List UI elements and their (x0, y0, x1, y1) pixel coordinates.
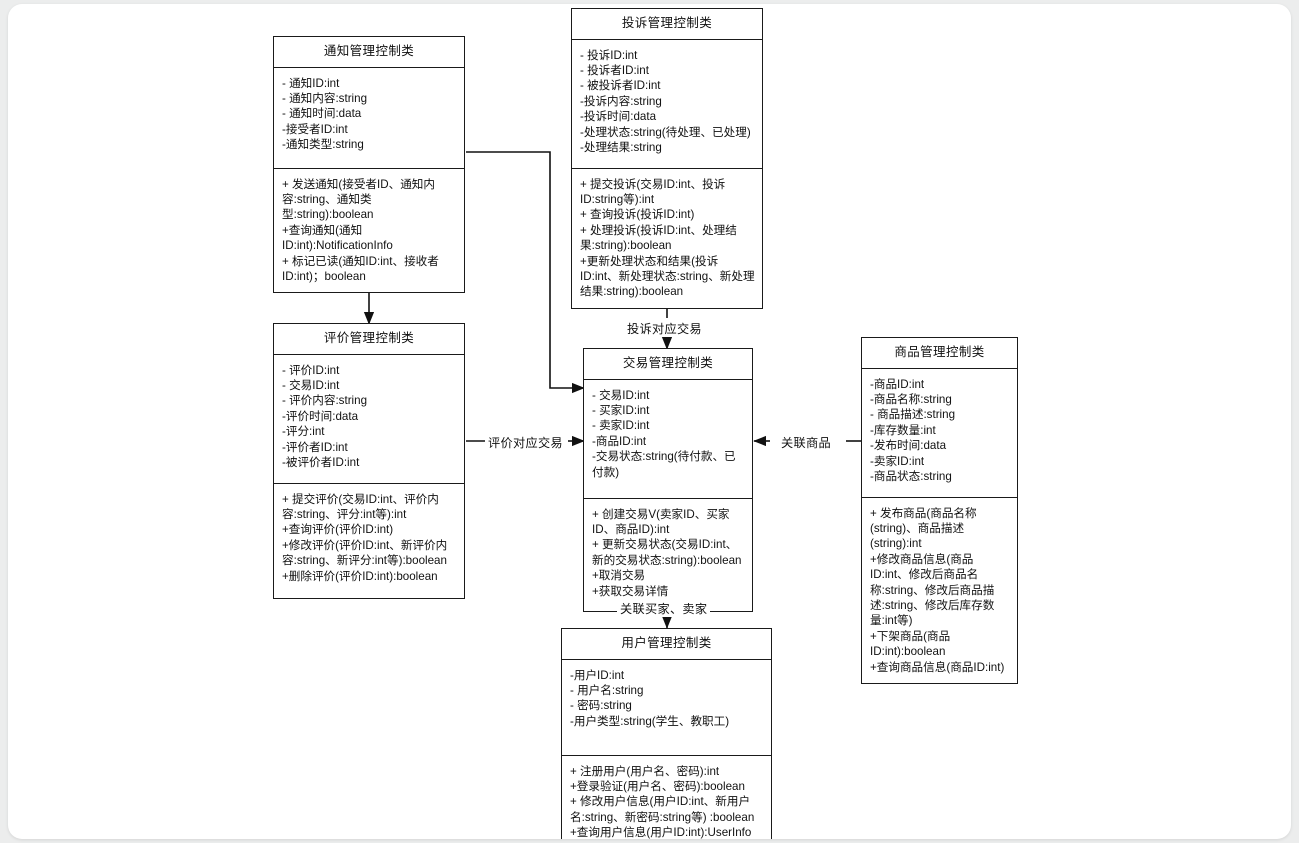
class-box-review[interactable]: 评价管理控制类 - 评价ID:int - 交易ID:int - 评价内容:str… (273, 323, 465, 599)
attribute-row: -投诉内容:string (580, 94, 662, 108)
attribute-row: - 买家ID:int (592, 404, 650, 418)
attribute-row: - 通知ID:int (282, 76, 340, 90)
method-row: +登录验证(用户名、密码):boolean (570, 780, 745, 794)
attribute-row: - 交易ID:int (592, 388, 650, 402)
class-title-complaint: 投诉管理控制类 (572, 9, 762, 40)
method-row: + 提交投诉(交易ID:int、投诉ID:string等):int (580, 177, 726, 207)
class-box-transaction[interactable]: 交易管理控制类 - 交易ID:int - 买家ID:int - 卖家ID:int… (583, 348, 753, 612)
attribute-row: - 评价内容:string (282, 394, 368, 408)
class-title-transaction: 交易管理控制类 (584, 349, 752, 380)
attribute-row: - 商品描述:string (870, 408, 956, 422)
attribute-row: -接受者ID:int (282, 122, 348, 136)
method-row: + 处理投诉(投诉ID:int、处理结果:string):boolean (580, 223, 737, 253)
edge-label-complaint-to-transaction: 投诉对应交易 (624, 319, 705, 337)
attribute-row: -商品状态:string (870, 470, 952, 484)
attribute-row: -交易状态:string(待付款、已付款) (592, 450, 736, 479)
method-row: +查询评价(评价ID:int) (282, 523, 394, 537)
attribute-row: - 密码:string (570, 699, 632, 713)
method-row: +修改商品信息(商品ID:int、修改后商品名称:string、修改后商品描述:… (870, 552, 995, 628)
class-box-notification[interactable]: 通知管理控制类 - 通知ID:int - 通知内容:string - 通知时间:… (273, 36, 465, 294)
method-row: + 创建交易V(卖家ID、买家ID、商品ID):int (592, 507, 730, 537)
attribute-row: -评分:int (282, 425, 325, 439)
attribute-row: -商品ID:int (592, 434, 647, 448)
edge-label-review-to-transaction: 评价对应交易 (485, 433, 566, 451)
connector-notification-to-transaction (466, 151, 585, 394)
class-attributes-user: -用户ID:int - 用户名:string - 密码:string -用户类型… (562, 660, 771, 756)
class-attributes-complaint: - 投诉ID:int - 投诉者ID:int - 被投诉者ID:int -投诉内… (572, 40, 762, 169)
class-methods-user: + 注册用户(用户名、密码):int +登录验证(用户名、密码):boolean… (562, 756, 771, 839)
class-methods-review: + 提交评价(交易ID:int、评价内容:string、评分:int等):int… (274, 484, 464, 598)
method-row: +查询商品信息(商品ID:int) (870, 660, 1005, 674)
diagram-canvas: 通知管理控制类 - 通知ID:int - 通知内容:string - 通知时间:… (8, 4, 1291, 839)
attribute-row: - 通知时间:data (282, 107, 362, 121)
attribute-row: -库存数量:int (870, 423, 936, 437)
attribute-row: - 投诉ID:int (580, 48, 638, 62)
attribute-row: -投诉时间:data (580, 110, 657, 124)
class-box-product[interactable]: 商品管理控制类 -商品ID:int -商品名称:string - 商品描述:st… (861, 337, 1018, 685)
attribute-row: - 评价ID:int (282, 363, 340, 377)
attribute-row: -评价者ID:int (282, 440, 348, 454)
class-methods-transaction: + 创建交易V(卖家ID、买家ID、商品ID):int + 更新交易状态(交易I… (584, 499, 752, 611)
class-attributes-product: -商品ID:int -商品名称:string - 商品描述:string -库存… (862, 369, 1017, 498)
attribute-row: -发布时间:data (870, 439, 947, 453)
attribute-row: - 被投诉者ID:int (580, 79, 661, 93)
method-row: + 标记已读(通知ID:int、接收者ID:int)；boolean (282, 254, 439, 284)
attribute-row: -被评价者ID:int (282, 456, 360, 470)
method-row: +修改评价(评价ID:int、新评价内容:string、新评分:int等):bo… (282, 538, 448, 568)
class-title-review: 评价管理控制类 (274, 324, 464, 355)
attribute-row: -卖家ID:int (870, 454, 925, 468)
method-row: +取消交易 (592, 569, 646, 583)
class-methods-notification: + 发送通知(接受者ID、通知内容:string、通知类型:string):bo… (274, 169, 464, 293)
method-row: + 提交评价(交易ID:int、评价内容:string、评分:int等):int (282, 492, 439, 522)
method-row: +获取交易详情 (592, 584, 669, 598)
method-row: + 注册用户(用户名、密码):int (570, 764, 720, 778)
method-row: +下架商品(商品ID:int):boolean (870, 629, 951, 659)
edge-label-transaction-to-user: 关联买家、卖家 (617, 599, 711, 617)
attribute-row: - 卖家ID:int (592, 419, 650, 433)
method-row: + 查询投诉(投诉ID:int) (580, 208, 695, 222)
class-methods-product: + 发布商品(商品名称(string)、商品描述(string):int +修改… (862, 498, 1017, 683)
class-attributes-transaction: - 交易ID:int - 买家ID:int - 卖家ID:int -商品ID:i… (584, 380, 752, 499)
class-attributes-notification: - 通知ID:int - 通知内容:string - 通知时间:data -接受… (274, 68, 464, 169)
attribute-row: -处理结果:string (580, 141, 662, 155)
class-attributes-review: - 评价ID:int - 交易ID:int - 评价内容:string -评价时… (274, 355, 464, 484)
attribute-row: -评价时间:data (282, 409, 359, 423)
attribute-row: - 用户名:string (570, 684, 644, 698)
attribute-row: -商品名称:string (870, 393, 952, 407)
class-title-notification: 通知管理控制类 (274, 37, 464, 68)
method-row: +更新处理状态和结果(投诉ID:int、新处理状态:string、新处理结果:s… (580, 254, 755, 299)
attribute-row: -用户类型:string(学生、教职工) (570, 714, 730, 728)
attribute-row: - 投诉者ID:int (580, 64, 649, 78)
class-methods-complaint: + 提交投诉(交易ID:int、投诉ID:string等):int + 查询投诉… (572, 169, 762, 308)
attribute-row: - 通知内容:string (282, 92, 368, 106)
attribute-row: -用户ID:int (570, 668, 625, 682)
attribute-row: -商品ID:int (870, 377, 925, 391)
attribute-row: - 交易ID:int (282, 379, 340, 393)
class-title-product: 商品管理控制类 (862, 338, 1017, 369)
edge-label-product-to-transaction: 关联商品 (778, 433, 834, 451)
method-row: + 更新交易状态(交易ID:int、新的交易状态:string):boolean (592, 538, 742, 567)
method-row: + 修改用户信息(用户ID:int、新用户名:string、新密码:string… (570, 795, 755, 824)
method-row: +删除评价(评价ID:int):boolean (282, 569, 438, 583)
attribute-row: -通知类型:string (282, 138, 364, 152)
class-box-user[interactable]: 用户管理控制类 -用户ID:int - 用户名:string - 密码:stri… (561, 628, 772, 839)
attribute-row: -处理状态:string(待处理、已处理) (580, 125, 751, 139)
method-row: +查询通知(通知ID:int):NotificationInfo (282, 223, 393, 253)
method-row: +查询用户信息(用户ID:int):UserInfo (570, 826, 752, 839)
class-title-user: 用户管理控制类 (562, 629, 771, 660)
method-row: + 发布商品(商品名称(string)、商品描述(string):int (870, 506, 977, 551)
class-box-complaint[interactable]: 投诉管理控制类 - 投诉ID:int - 投诉者ID:int - 被投诉者ID:… (571, 8, 763, 309)
method-row: + 发送通知(接受者ID、通知内容:string、通知类型:string):bo… (282, 177, 435, 222)
